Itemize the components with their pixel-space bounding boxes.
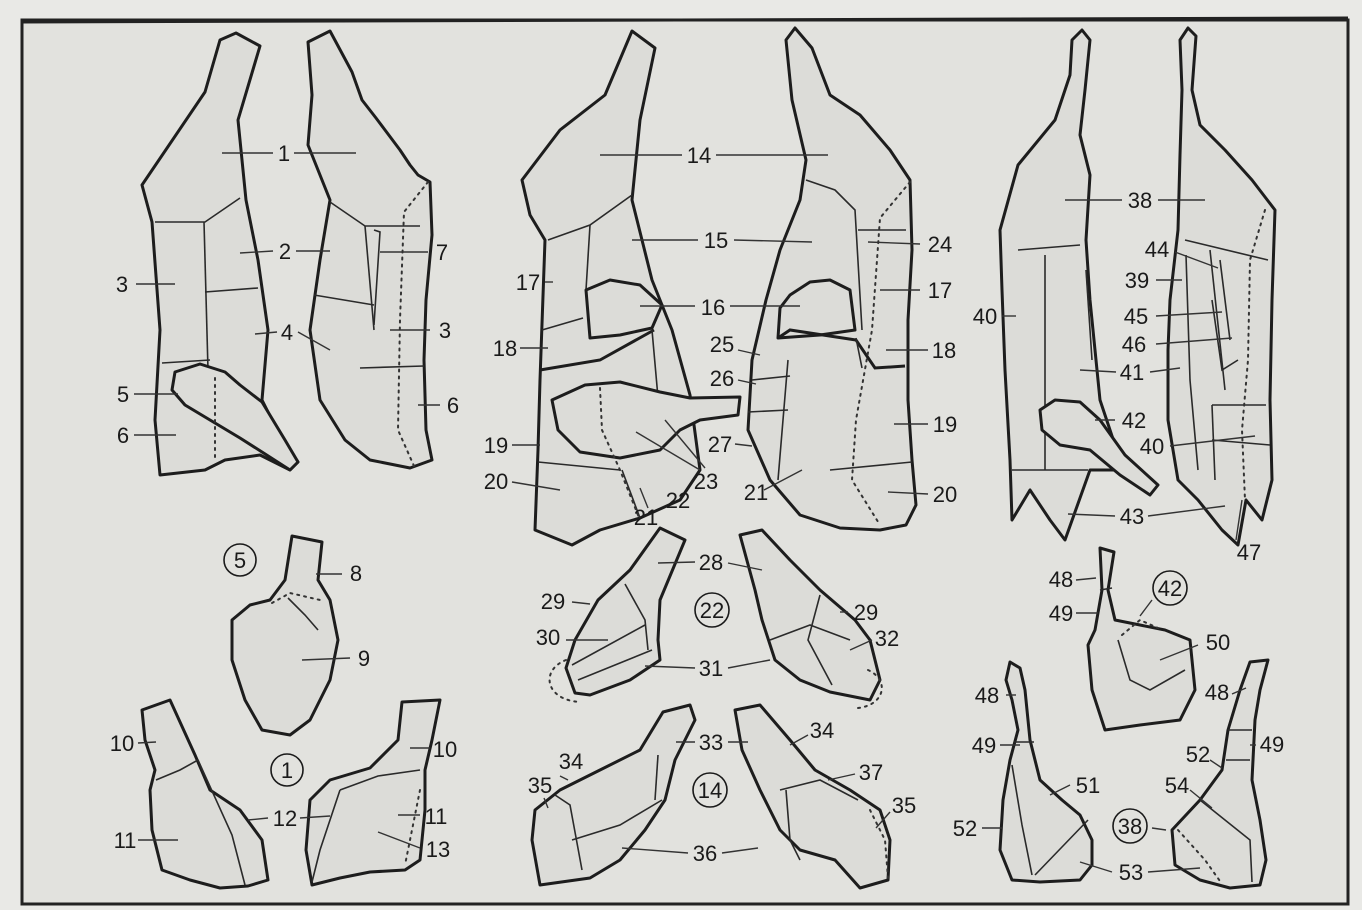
cut-label: 10 xyxy=(110,731,134,756)
cut-label: 52 xyxy=(953,816,977,841)
cut-label: 44 xyxy=(1145,237,1169,262)
cut-label: 46 xyxy=(1122,332,1146,357)
cut-label: 45 xyxy=(1124,304,1148,329)
cut-label: 51 xyxy=(1076,773,1100,798)
cut-label: 41 xyxy=(1120,360,1144,385)
circled-label: 22 xyxy=(700,598,724,623)
cut-label: 9 xyxy=(358,646,370,671)
cut-label: 15 xyxy=(704,228,728,253)
cut-label: 48 xyxy=(1205,680,1229,705)
cut-label: 37 xyxy=(859,760,883,785)
cut-label: 22 xyxy=(666,488,690,513)
cut-label: 50 xyxy=(1206,630,1230,655)
cut-label: 1 xyxy=(278,141,290,166)
cut-label: 19 xyxy=(484,433,508,458)
cut-label: 49 xyxy=(1049,601,1073,626)
cut-label: 10 xyxy=(433,737,457,762)
cut-label: 23 xyxy=(694,469,718,494)
cut-label: 48 xyxy=(1049,567,1073,592)
cut-label: 11 xyxy=(425,804,448,829)
cut-label: 3 xyxy=(116,272,128,297)
cut-label: 6 xyxy=(447,393,459,418)
cut-label: 36 xyxy=(693,841,717,866)
cut-label: 29 xyxy=(854,600,878,625)
cut-label: 54 xyxy=(1165,773,1189,798)
cut-label: 18 xyxy=(493,336,517,361)
cut-label: 6 xyxy=(117,423,129,448)
cut-label: 25 xyxy=(710,332,734,357)
cut-label: 32 xyxy=(875,626,899,651)
cut-label: 47 xyxy=(1237,540,1261,565)
cut-label: 3 xyxy=(439,318,451,343)
cut-label: 7 xyxy=(436,240,448,265)
cut-label: 34 xyxy=(810,718,834,743)
cut-label: 48 xyxy=(975,683,999,708)
cut-label: 29 xyxy=(541,589,565,614)
cut-label: 27 xyxy=(708,432,732,457)
cut-label: 43 xyxy=(1120,504,1144,529)
cut-label: 16 xyxy=(701,295,725,320)
circled-label: 14 xyxy=(698,778,722,803)
cut-label: 18 xyxy=(932,338,956,363)
cut-label: 53 xyxy=(1119,860,1143,885)
cut-label: 38 xyxy=(1128,188,1152,213)
cut-label: 24 xyxy=(928,232,952,257)
circled-label: 38 xyxy=(1118,814,1142,839)
cut-label: 20 xyxy=(484,469,508,494)
cut-label: 30 xyxy=(536,625,560,650)
cut-label: 21 xyxy=(744,480,768,505)
circled-label: 5 xyxy=(234,548,246,573)
cut-label: 4 xyxy=(281,320,293,345)
cut-label: 17 xyxy=(516,270,540,295)
cut-label: 40 xyxy=(1140,434,1164,459)
cut-label: 13 xyxy=(426,837,450,862)
cut-label: 40 xyxy=(973,304,997,329)
cut-label: 5 xyxy=(117,382,129,407)
cut-label: 26 xyxy=(710,366,734,391)
cut-label: 49 xyxy=(1260,732,1284,757)
cut-label: 19 xyxy=(933,412,957,437)
cut-label: 14 xyxy=(687,143,711,168)
circled-label: 42 xyxy=(1158,576,1182,601)
cut-label: 2 xyxy=(279,239,291,264)
cut-label: 8 xyxy=(350,561,362,586)
cut-label: 33 xyxy=(699,730,723,755)
cut-label: 49 xyxy=(972,733,996,758)
cut-label: 42 xyxy=(1122,408,1146,433)
cut-label: 12 xyxy=(273,806,297,831)
cut-label: 17 xyxy=(928,278,952,303)
cut-label: 21 xyxy=(634,505,658,530)
cut-label: 52 xyxy=(1186,742,1210,767)
circled-label: 1 xyxy=(281,758,293,783)
cut-label: 34 xyxy=(559,749,583,774)
cut-label: 11 xyxy=(114,828,137,853)
cut-label: 39 xyxy=(1125,268,1149,293)
cut-label: 28 xyxy=(699,550,723,575)
cut-label: 35 xyxy=(892,793,916,818)
cut-label: 20 xyxy=(933,482,957,507)
cut-label: 35 xyxy=(528,773,552,798)
cut-label: 31 xyxy=(699,656,723,681)
